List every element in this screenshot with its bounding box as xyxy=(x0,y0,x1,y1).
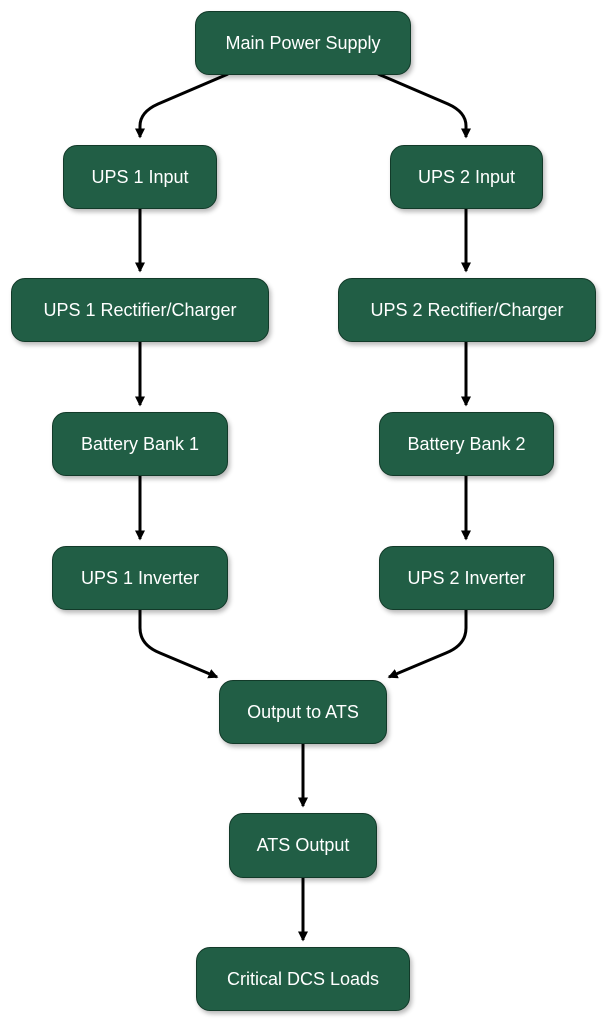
edge-ups1-inverter-to-output xyxy=(138,610,219,679)
node-ups2-input: UPS 2 Input xyxy=(390,145,543,209)
edge-main-to-ups2-input xyxy=(377,72,471,139)
node-battery-bank-2: Battery Bank 2 xyxy=(379,412,554,476)
node-critical-dcs-loads: Critical DCS Loads xyxy=(196,947,410,1011)
node-ats-output: ATS Output xyxy=(229,813,377,878)
node-main-power-supply: Main Power Supply xyxy=(195,11,411,75)
node-battery-bank-1: Battery Bank 1 xyxy=(52,412,228,476)
node-ups2-rectifier-charger: UPS 2 Rectifier/Charger xyxy=(338,278,596,342)
edge-ups2-inverter-to-output xyxy=(387,610,468,679)
node-ups1-inverter: UPS 1 Inverter xyxy=(52,546,228,610)
edge-main-to-ups1-input xyxy=(135,72,229,139)
node-ups1-input: UPS 1 Input xyxy=(63,145,217,209)
node-ups1-rectifier-charger: UPS 1 Rectifier/Charger xyxy=(11,278,269,342)
node-ups2-inverter: UPS 2 Inverter xyxy=(379,546,554,610)
node-output-to-ats: Output to ATS xyxy=(219,680,387,744)
